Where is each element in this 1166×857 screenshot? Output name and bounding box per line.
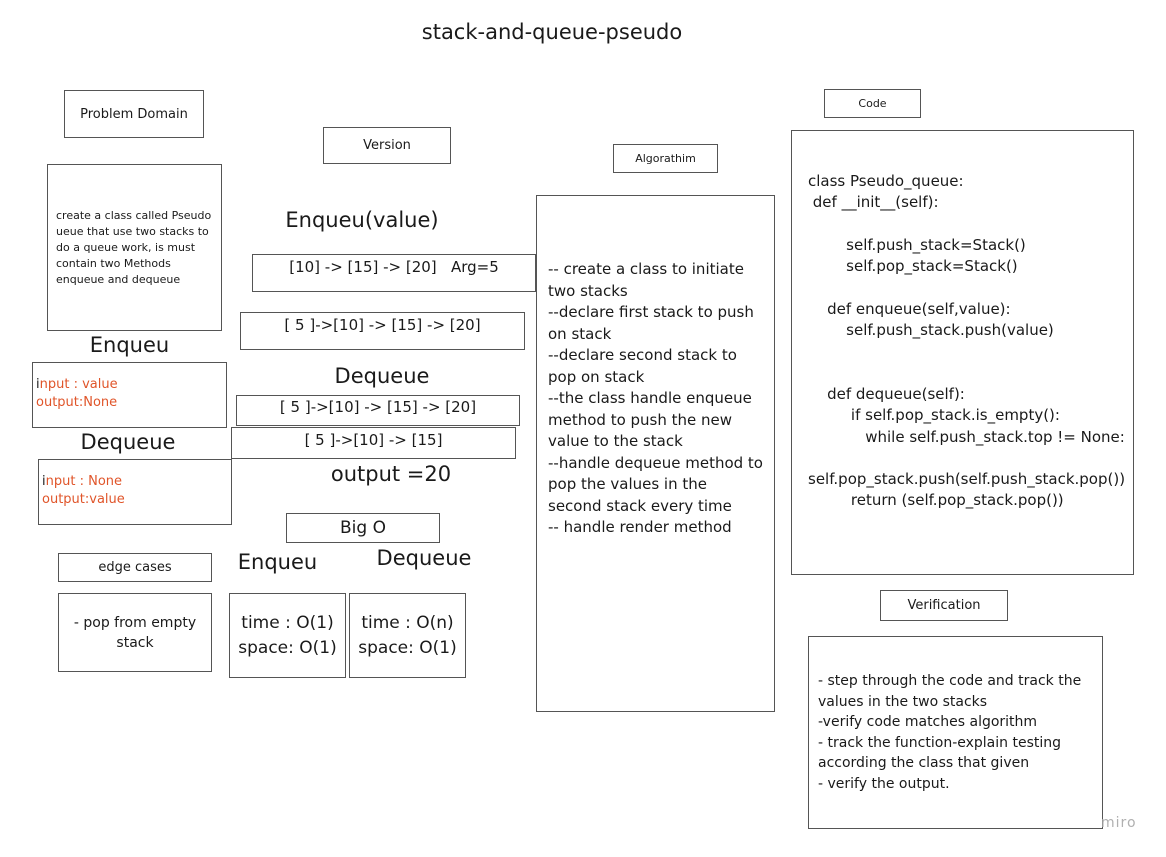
code-line: self.push_stack=Stack() xyxy=(808,235,1026,254)
enqueue-output: output:None xyxy=(36,395,118,410)
board-title: stack-and-queue-pseudo xyxy=(421,20,683,44)
code-line: self.pop_stack=Stack() xyxy=(808,257,1018,276)
problem-domain-box: create a class called Pseudo ueue that u… xyxy=(47,164,222,331)
verification-label: Verification xyxy=(880,590,1008,621)
code-line: ​ xyxy=(808,448,1133,469)
big-o-dequeue-heading: Dequeue xyxy=(376,546,472,570)
dequeue-after-text: [ 5 ]->[10] -> [15] xyxy=(304,431,443,449)
verification-box: - step through the code and track the va… xyxy=(808,636,1103,829)
code-line: def __init__(self): xyxy=(808,193,939,212)
code-line: ​ xyxy=(808,277,1133,298)
algorithm-line: --the class handle enqueue method to pus… xyxy=(548,389,752,450)
algorithm-label: Algorathim xyxy=(613,144,718,173)
verification-line: - verify the output. xyxy=(818,775,950,792)
version-label: Version xyxy=(323,127,451,164)
algorithm-line: -- handle render method xyxy=(548,518,732,536)
enqueue-before-text: [10] -> [15] -> [20] Arg=5 xyxy=(289,258,499,276)
problem-domain-text: create a class called Pseudo ueue that u… xyxy=(56,208,212,286)
version-output: output =20 xyxy=(330,462,452,486)
verification-line: - step through the code and track the va… xyxy=(818,673,1082,710)
code-line: self.push_stack.push(value) xyxy=(808,321,1054,340)
big-o-enqueue-space: space: O(1) xyxy=(238,637,337,658)
algorithm-line: --declare first stack to push on stack xyxy=(548,303,754,343)
code-line: class Pseudo_queue: xyxy=(808,172,964,190)
big-o-dequeue-box: time : O(n) space: O(1) xyxy=(349,593,466,678)
algorithm-box: -- create a class to initiate two stacks… xyxy=(536,195,775,712)
big-o-dequeue-space: space: O(1) xyxy=(358,637,457,658)
problem-domain-label: Problem Domain xyxy=(64,90,204,138)
algorithm-line: -- create a class to initiate two stacks xyxy=(548,260,744,300)
algorithm-line: --declare second stack to pop on stack xyxy=(548,346,737,386)
big-o-enqueue-heading: Enqueu xyxy=(237,550,318,574)
code-line: ​ xyxy=(808,341,1133,362)
big-o-dequeue-time: time : O(n) xyxy=(361,612,454,633)
enqueue-input: input : value xyxy=(36,377,118,392)
code-line: ​ xyxy=(808,363,1133,384)
enqueue-after-box: [ 5 ]->[10] -> [15] -> [20] xyxy=(240,312,525,350)
enqueue-io-heading: Enqueu xyxy=(89,333,170,357)
miro-watermark: miro xyxy=(1101,815,1137,831)
dequeue-before-text: [ 5 ]->[10] -> [15] -> [20] xyxy=(279,398,477,416)
code-line: ​ xyxy=(808,214,1133,235)
enqueue-before-box: [10] -> [15] -> [20] Arg=5 xyxy=(252,254,536,292)
enqueue-after-text: [ 5 ]->[10] -> [15] -> [20] xyxy=(284,316,481,334)
dequeue-after-box: [ 5 ]->[10] -> [15] xyxy=(231,427,516,459)
code-line: self.pop_stack.push(self.push_stack.pop(… xyxy=(808,470,1126,489)
code-line: def enqueue(self,value): xyxy=(808,299,1011,318)
dequeue-before-box: [ 5 ]->[10] -> [15] -> [20] xyxy=(236,395,520,426)
code-box: class Pseudo_queue: def __init__(self): … xyxy=(791,130,1134,575)
big-o-label: Big O xyxy=(286,513,440,543)
dequeue-input: input : None xyxy=(42,474,123,489)
verification-line: - track the function-explain testing acc… xyxy=(818,734,1062,772)
verification-line: -verify code matches algorithm xyxy=(818,714,1038,730)
algorithm-line: --handle dequeue method to pop the value… xyxy=(548,453,763,515)
version-enqueue-heading: Enqueu(value) xyxy=(285,208,439,232)
code-label: Code xyxy=(824,89,921,118)
code-line: def dequeue(self): xyxy=(808,384,965,403)
version-dequeue-heading: Dequeue xyxy=(334,364,430,388)
big-o-enqueue-time: time : O(1) xyxy=(241,612,334,633)
big-o-enqueue-box: time : O(1) space: O(1) xyxy=(229,593,346,678)
dequeue-io-box: input : None output:value xyxy=(38,459,232,525)
enqueue-io-box: input : value output:None xyxy=(32,362,227,428)
code-line: if self.pop_stack.is_empty(): xyxy=(808,406,1060,425)
edge-cases-text: - pop from empty stack xyxy=(73,614,197,651)
edge-cases-label: edge cases xyxy=(58,553,212,582)
code-line: while self.push_stack.top != None: xyxy=(808,427,1125,446)
code-line: return (self.pop_stack.pop()) xyxy=(808,491,1064,510)
dequeue-io-heading: Dequeue xyxy=(80,430,176,454)
edge-cases-box: - pop from empty stack xyxy=(58,593,212,672)
dequeue-output: output:value xyxy=(42,492,125,507)
